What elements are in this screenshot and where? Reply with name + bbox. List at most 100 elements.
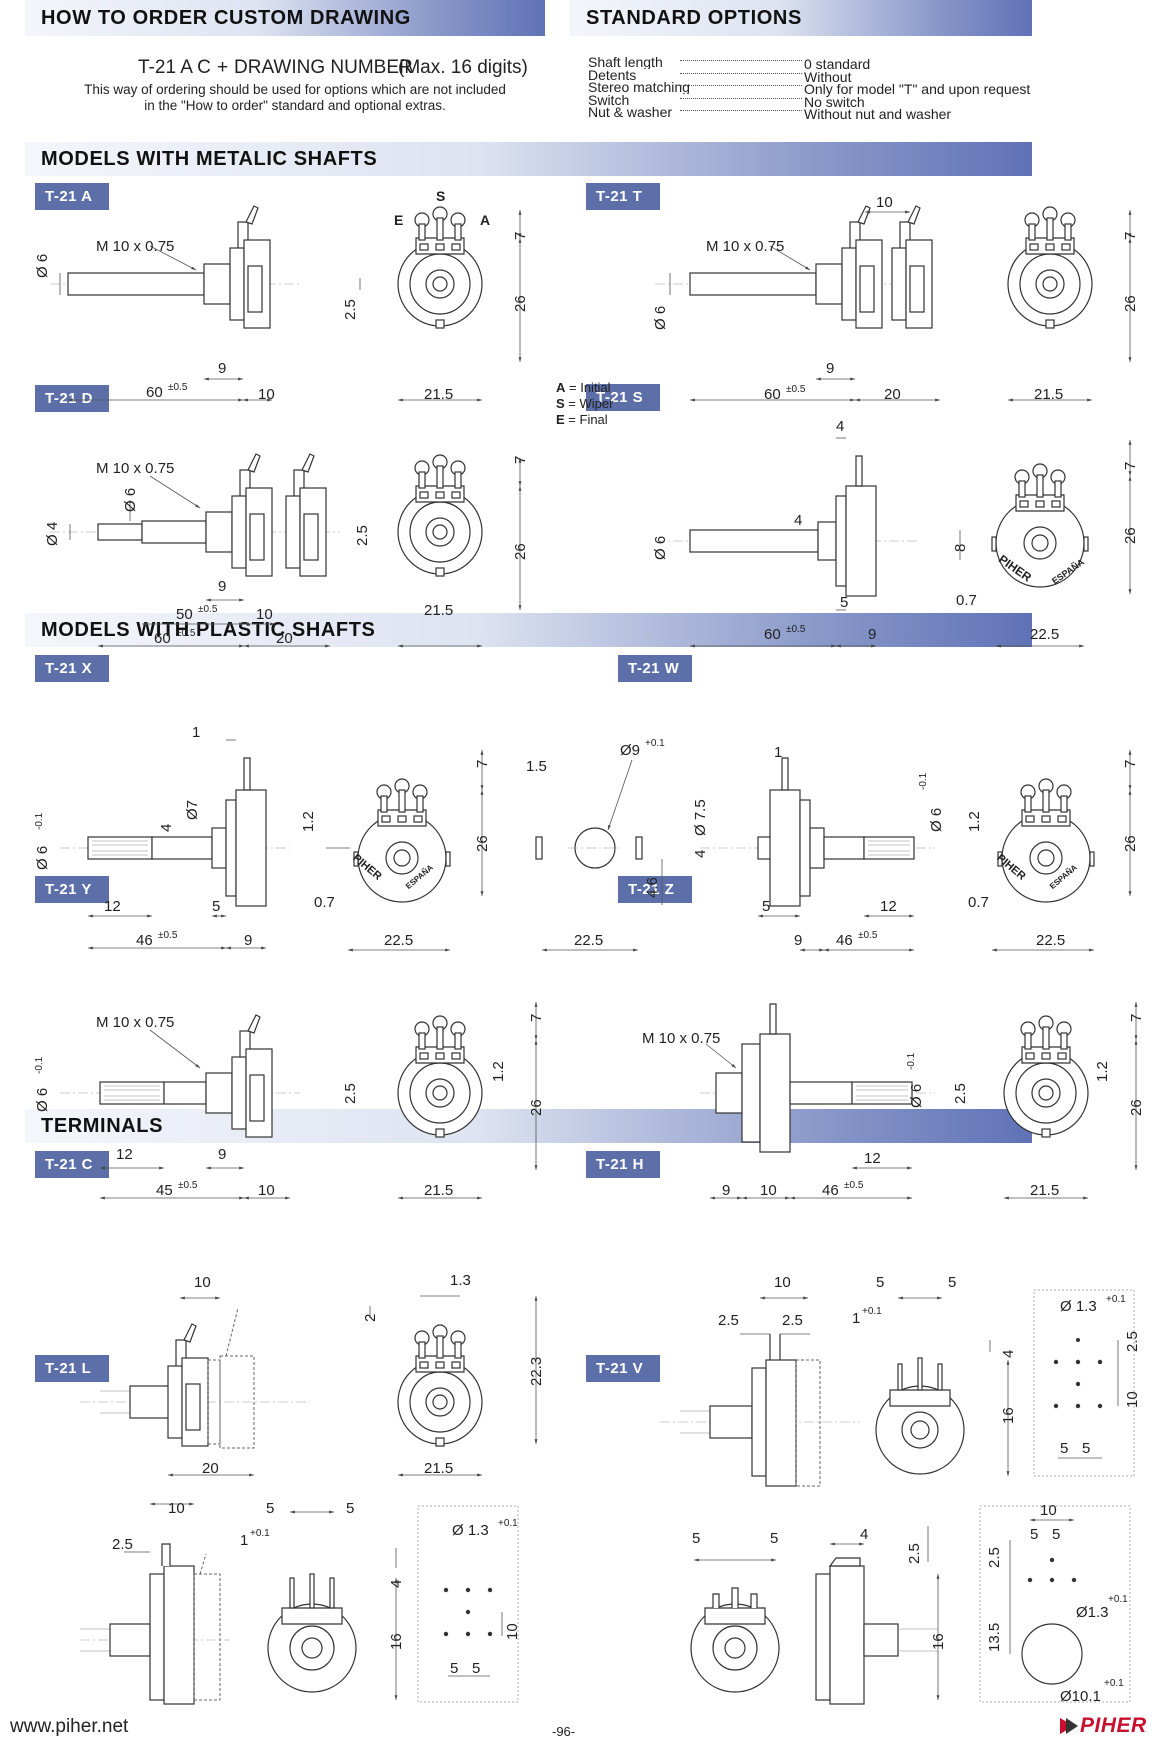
- t21l-1-label: 1: [240, 1532, 249, 1549]
- t21z-d6-label: Ø 6: [908, 1083, 925, 1108]
- t21x-225-label: 22.5: [384, 932, 414, 949]
- t21a-10-label: 10: [258, 386, 275, 403]
- t21w-12b-label: 1.2: [966, 811, 983, 832]
- model-tag-t21c: T-21 C: [35, 1151, 109, 1178]
- t21a-25-label: 2.5: [342, 299, 359, 320]
- t21h-25b-label: 2.5: [782, 1312, 803, 1329]
- t21x-tol-label: -0.1: [34, 812, 45, 830]
- order-code: T-21 A C: [138, 57, 211, 78]
- drawing-t21z: [700, 1002, 1138, 1200]
- t21d-10-label: 10: [256, 606, 273, 623]
- t21c-20-label: 20: [202, 1460, 219, 1477]
- t21w-9-label: 9: [794, 932, 803, 949]
- t21w-26-label: 26: [1122, 835, 1139, 852]
- t21w-d75-label: Ø 7.5: [692, 799, 709, 836]
- order-plus: +: [217, 57, 229, 78]
- t21s-60-label: 60: [764, 626, 781, 643]
- t21y-25-label: 2.5: [342, 1083, 359, 1104]
- model-tag-t21v: T-21 V: [586, 1355, 660, 1382]
- t21v-25-label: 2.5: [906, 1543, 923, 1564]
- t21d-60-label: 60: [154, 630, 171, 647]
- model-tag-t21y: T-21 Y: [35, 876, 109, 903]
- plastic-shafts-header: MODELS WITH PLASTIC SHAFTS: [25, 613, 1032, 647]
- t21s-4b-label: 4: [794, 512, 803, 529]
- t21v-d13-label: Ø1.3: [1076, 1604, 1109, 1621]
- t21a-7-label: 7: [512, 231, 529, 240]
- t21z-tol-label: -0.1: [906, 1052, 917, 1070]
- model-tag-t21l: T-21 L: [35, 1355, 109, 1382]
- drawing-t21v: [690, 1505, 1131, 1705]
- t21c-215-label: 21.5: [424, 1460, 454, 1477]
- t21v-5c-label: 5: [1030, 1526, 1039, 1543]
- order-max-digits: (Max. 16 digits): [398, 57, 528, 78]
- model-tag-t21w: T-21 W: [618, 655, 692, 682]
- leader-dots: [680, 85, 802, 86]
- t21h-5d-label: 5: [1082, 1440, 1091, 1457]
- how-to-order-header: HOW TO ORDER CUSTOM DRAWING: [25, 0, 545, 36]
- t21t-60-label: 60: [764, 386, 781, 403]
- t21l-5a-label: 5: [266, 1500, 275, 1517]
- t21z-tol46-label: ±0.5: [844, 1180, 864, 1191]
- t21x-12-label: 12: [104, 898, 121, 915]
- t21s-225-label: 22.5: [1030, 626, 1060, 643]
- t21z-thread-label: M 10 x 0.75: [642, 1030, 721, 1047]
- drawing-t21y: [60, 1002, 538, 1200]
- standard-option-value: 0 standard: [804, 56, 871, 72]
- t21s-7-label: 7: [1122, 461, 1139, 470]
- t21w-07-label: 0.7: [968, 894, 989, 911]
- footer-url[interactable]: www.piher.net: [10, 1716, 129, 1737]
- t21h-25a-label: 2.5: [718, 1312, 739, 1329]
- t21x-12b-label: 1.2: [300, 811, 317, 832]
- t21h-5c-label: 5: [1060, 1440, 1069, 1457]
- t21h-d13-label: Ø 1.3: [1060, 1298, 1097, 1315]
- t21t-215-label: 21.5: [1034, 386, 1064, 403]
- t21d-7-label: 7: [512, 455, 529, 464]
- t21d-tol50-label: ±0.5: [198, 604, 218, 615]
- drawing-t21s: [655, 437, 1132, 648]
- t21z-26-label: 26: [1128, 1099, 1145, 1116]
- t21h-25c-label: 2.5: [1124, 1331, 1141, 1352]
- t21w-1-label: 1: [774, 744, 783, 761]
- t21d-d6-label: Ø 6: [122, 487, 139, 512]
- leader-dots: [680, 110, 802, 111]
- model-tag-t21s: T-21 S: [586, 384, 660, 411]
- t21z-12-label: 12: [864, 1150, 881, 1167]
- page-number: -96-: [552, 1724, 576, 1739]
- t21a-26-label: 26: [512, 295, 529, 312]
- t21z-12b-label: 1.2: [1094, 1061, 1111, 1082]
- t21d-9-label: 9: [218, 578, 227, 595]
- standard-option-value: Only for model "T" and upon request: [804, 81, 1031, 97]
- leader-dots: [680, 97, 802, 99]
- t21h-10-label: 10: [774, 1274, 791, 1291]
- t21s-26-label: 26: [1122, 527, 1139, 544]
- t21v-25b-label: 2.5: [986, 1547, 1003, 1568]
- order-note: This way of ordering should be used for …: [60, 82, 530, 114]
- t21w-5-label: 5: [762, 898, 771, 915]
- t21v-4-label: 4: [860, 1526, 869, 1543]
- standard-option-label: Stereo matching: [588, 80, 690, 94]
- t21t-9-label: 9: [826, 360, 835, 377]
- t21d-thread-label: M 10 x 0.75: [96, 460, 175, 477]
- t21l-tol13-label: +0.1: [498, 1518, 518, 1529]
- model-tag-t21x: T-21 X: [35, 655, 109, 682]
- piher-logo-icon: [1060, 1718, 1078, 1734]
- t21c-13-label: 1.3: [450, 1272, 471, 1289]
- drawing-t21x: [60, 739, 663, 952]
- terminals-header: TERMINALS: [25, 1109, 1032, 1143]
- t21l-4-label: 4: [388, 1579, 405, 1588]
- t21l-5d-label: 5: [472, 1660, 481, 1677]
- t21v-tol13-label: +0.1: [1108, 1594, 1128, 1605]
- t21x-7-label: 7: [474, 759, 491, 768]
- standard-option-value: Without nut and washer: [804, 106, 952, 122]
- t21v-16-label: 16: [930, 1633, 947, 1650]
- t21w-tol-label: -0.1: [918, 772, 929, 790]
- standard-option-label: Switch: [588, 92, 630, 107]
- t21x-5-label: 5: [212, 898, 221, 915]
- t21y-d6-label: Ø 6: [34, 1087, 51, 1112]
- t21x-1-label: 1: [192, 724, 201, 741]
- t21y-9-label: 9: [218, 1146, 227, 1163]
- model-tag-t21h: T-21 H: [586, 1151, 660, 1178]
